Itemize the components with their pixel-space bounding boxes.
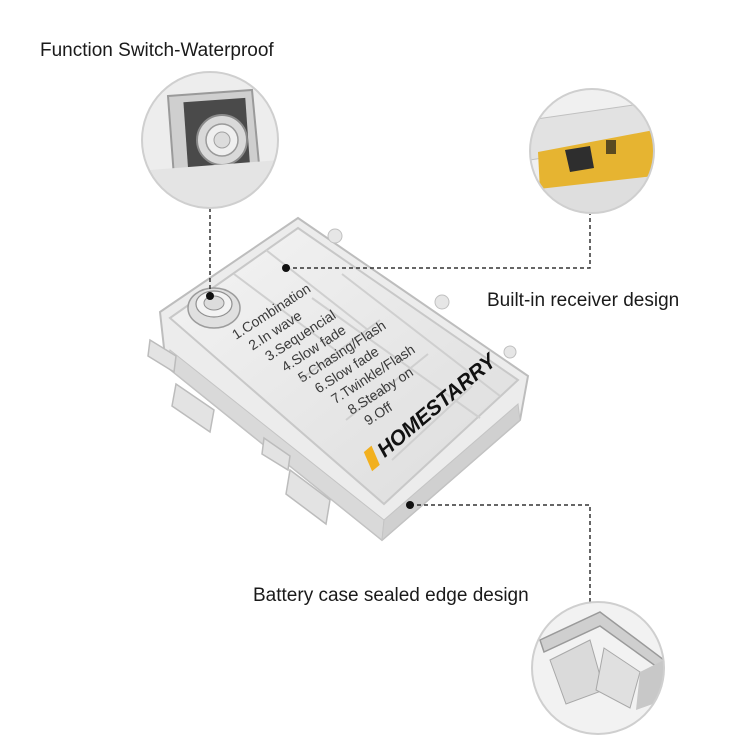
leader-dots bbox=[206, 264, 414, 509]
function-switch-label: Function Switch-Waterproof bbox=[40, 40, 274, 61]
switch-button bbox=[187, 287, 241, 329]
edge-detail-circle bbox=[531, 601, 665, 735]
receiver-detail-circle bbox=[529, 88, 655, 214]
switch-detail-circle bbox=[141, 71, 279, 209]
sealed-edge-label: Battery case sealed edge design bbox=[253, 585, 529, 606]
battery-case: 1.Combination 2.In wave 3.Sequencial 4.S… bbox=[147, 216, 530, 542]
receiver-label: Built-in receiver design bbox=[487, 290, 680, 311]
leader-lines bbox=[209, 208, 591, 602]
